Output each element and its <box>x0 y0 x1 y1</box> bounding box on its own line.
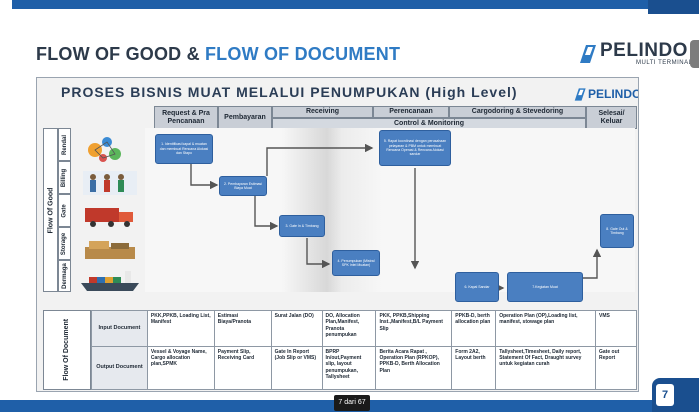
header-cargodoring: Cargodoring & Stevedoring <box>449 106 586 118</box>
output-cell-5: Berita Acara Rapat , Operation Plan (RPK… <box>375 345 453 391</box>
slide-title-part-b: FLOW OF DOCUMENT <box>204 44 401 64</box>
lane-storage: Storage <box>58 227 71 260</box>
process-box-8: 8. Gate Out & Timbang <box>600 214 634 248</box>
billing-icon <box>83 171 137 195</box>
diagram-logo-word: PELINDO <box>588 87 639 101</box>
output-document-label: Output Document <box>91 345 148 391</box>
page-number: 7 <box>656 384 674 406</box>
process-box-5: 5. Rapat koordinasi dengan perusahaan pe… <box>379 130 451 166</box>
truck-icon <box>85 208 133 227</box>
output-cell-7: Tallysheet,Timesheet, Daily report, Stat… <box>495 345 597 391</box>
slide-edge-tab <box>690 40 699 68</box>
flow-of-good-label: Flow Of Good <box>43 128 58 292</box>
flow-of-document-label: Flow Of Document <box>43 310 91 390</box>
header-request: Request & Pra Pencanaan <box>154 106 218 129</box>
top-bar <box>0 0 699 16</box>
output-cell-6: Form 2A2, Layout berth <box>451 345 497 391</box>
lane-billing: Billing <box>58 161 71 194</box>
input-cell-1: PKK,PPKB, Loading List, Manifest <box>146 310 215 347</box>
lane-rendal: Rendal <box>58 128 71 161</box>
lane-dermaga: Dermaga <box>58 260 71 292</box>
pelindo-logo-sub: MULTI TERMINAL <box>636 60 693 66</box>
process-box-7: 7.Kegiatan Muat <box>507 272 583 302</box>
input-cell-2: Estimasi Biaya/Pranota <box>213 310 272 347</box>
output-document-row: Output Document Vessel & Voyage Name, Ca… <box>91 345 637 391</box>
slide-title-part-a: FLOW OF GOOD & <box>36 44 205 64</box>
output-cell-4: BPRP In/out,Payment slip, layout penumpu… <box>321 345 377 391</box>
header-receiving: Receiving <box>272 106 373 118</box>
slide-title: FLOW OF GOOD & FLOW OF DOCUMENT <box>36 44 400 65</box>
pelindo-logo: PELINDO MULTI TERMINAL <box>576 40 696 68</box>
page-number-badge: 7 <box>652 378 699 412</box>
input-document-row: Input Document PKK,PPKB, Loading List, M… <box>91 310 637 347</box>
pelindo-logo-word: PELINDO <box>600 40 688 61</box>
output-cell-8: Gate out Report <box>595 345 637 391</box>
ship-icon <box>81 271 139 291</box>
process-box-3: 3. Gate In & Timbang <box>279 215 325 237</box>
diagram-logo: PELINDO <box>572 86 638 104</box>
header-selesai: Selesai/ Keluar <box>586 106 637 129</box>
storage-icon <box>85 241 135 259</box>
top-bar-stripe <box>12 0 652 9</box>
header-pembayaran: Pembayaran <box>218 106 272 129</box>
input-document-label: Input Document <box>91 310 148 347</box>
input-cell-7: Operation Plan (OP),Loading list, manife… <box>495 310 597 347</box>
header-perencanaan: Perencanaan <box>373 106 449 118</box>
planning-icon <box>88 137 121 162</box>
output-cell-3: Gate In Report (Job Slip or VMS) <box>270 345 323 391</box>
input-cell-3: Surat Jalan (DO) <box>270 310 323 347</box>
process-box-2: 2. Pembayaran Estimasi Biaya Muat <box>219 176 267 196</box>
pelindo-logo-icon <box>580 45 596 63</box>
process-box-1: 1. Identifikasi kapal & muatan dan membu… <box>155 134 213 164</box>
input-cell-5: PKK, PPKB,Shipping Inst.,Manifest,B/L Pa… <box>375 310 453 347</box>
output-cell-1: Vessel & Voyage Name, Cargo allocation p… <box>146 345 215 391</box>
input-cell-8: VMS <box>595 310 637 347</box>
diagram-title: PROSES BISNIS MUAT MELALUI PENUMPUKAN (H… <box>61 84 518 100</box>
process-box-4: 4. Penumpukan (Mistral SPK Intel Muatan) <box>332 250 380 276</box>
process-diagram: PROSES BISNIS MUAT MELALUI PENUMPUKAN (H… <box>36 77 639 392</box>
diagram-logo-icon <box>574 88 586 101</box>
page-indicator[interactable]: 7 dari 67 <box>334 395 370 411</box>
process-box-6: 6. Kapal Sandar <box>455 272 499 302</box>
input-cell-6: PPKB-D, berth allocation plan <box>451 310 497 347</box>
lane-gate: Gate <box>58 194 71 227</box>
input-cell-4: DO, Allocation Plan,Manifest, Pranota pe… <box>321 310 377 347</box>
output-cell-2: Payment Slip, Receiving Card <box>213 345 272 391</box>
document-table: Input Document PKK,PPKB, Loading List, M… <box>91 310 637 391</box>
top-bar-corner <box>648 0 699 14</box>
